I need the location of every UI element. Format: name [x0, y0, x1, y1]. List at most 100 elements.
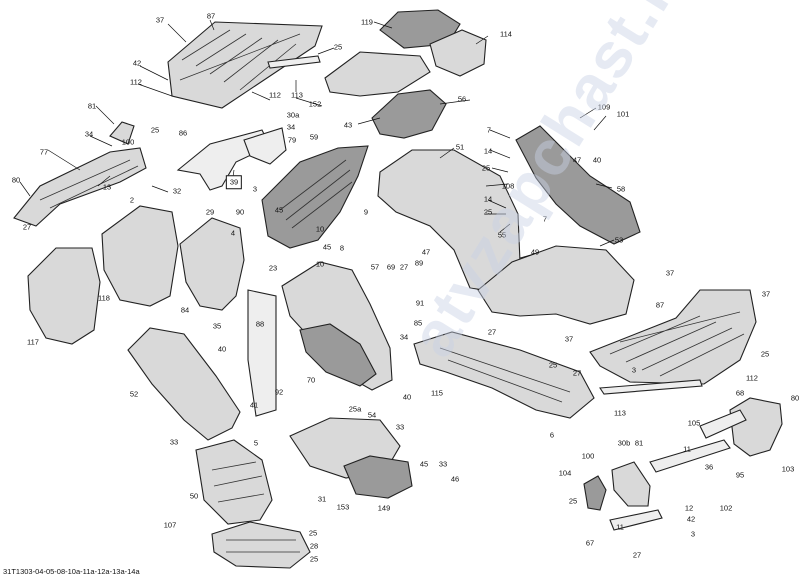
- frame-tube-115: [413, 331, 595, 419]
- rear-rack-rail: [599, 379, 703, 395]
- callout-label: 55: [497, 230, 507, 240]
- callout-label: 113: [291, 90, 303, 100]
- hitch-tube-95: [649, 439, 731, 473]
- callout-label: 86: [178, 128, 188, 138]
- center-console-59: [261, 145, 369, 249]
- callout-label: 112: [269, 90, 281, 100]
- callout-label: 115: [431, 388, 443, 398]
- front-fascia-53: [477, 245, 635, 325]
- callout-label: 152: [308, 99, 322, 109]
- callout-label: 85: [413, 318, 423, 328]
- callout-label: 37: [155, 15, 165, 25]
- callout-label: 37: [564, 334, 574, 344]
- callout-label: 3: [690, 529, 696, 539]
- callout-label: 25: [568, 496, 578, 506]
- side-panel-118: [101, 205, 179, 307]
- callout-label: 7: [486, 125, 492, 135]
- callout-label: 25a: [348, 404, 362, 414]
- callout-label: 35: [212, 321, 222, 331]
- callout-label: 80: [11, 175, 21, 185]
- callout-label: 9: [363, 207, 369, 217]
- callout-label: 117: [27, 337, 39, 347]
- callout-label: 4: [230, 228, 236, 238]
- callout-label: 31: [317, 494, 327, 504]
- callout-label: 42: [132, 58, 142, 68]
- callout-label: 113: [614, 408, 626, 418]
- callout-label: 41: [249, 400, 259, 410]
- callout-label: 84: [180, 305, 190, 315]
- rear-bumper-103: [699, 397, 783, 457]
- callout-label: 92: [274, 387, 284, 397]
- callout-label: 3: [631, 365, 637, 375]
- callout-label: 88: [255, 319, 265, 329]
- callout-label: 11: [616, 522, 624, 532]
- callout-label: 53: [614, 235, 624, 245]
- light-bracket-56: [371, 89, 447, 139]
- callout-label: 14: [483, 146, 493, 156]
- callout-label: 28: [309, 541, 319, 551]
- mudflap-104: [583, 475, 607, 511]
- callout-label: 81: [634, 438, 644, 448]
- callout-label: 58: [616, 184, 626, 194]
- callout-label: 27: [399, 262, 409, 272]
- callout-label: 5: [253, 438, 259, 448]
- callout-label: 105: [687, 418, 701, 428]
- callout-label: 103: [781, 464, 795, 474]
- front-fascia-152: [324, 51, 431, 97]
- callout-label: 11: [683, 444, 691, 454]
- callout-label: 95: [735, 470, 745, 480]
- callout-label: 25: [483, 207, 493, 217]
- inner-fender-58: [515, 125, 641, 245]
- callout-label: 56: [457, 94, 467, 104]
- callout-label: 25: [481, 163, 491, 173]
- callout-label: 12: [684, 503, 694, 513]
- callout-label: 25: [150, 125, 160, 135]
- callout-label: 52: [129, 389, 139, 399]
- callout-label: 34: [84, 129, 94, 139]
- callout-label: 40: [217, 344, 227, 354]
- callout-label: 37: [665, 268, 675, 278]
- callout-label: 89: [414, 258, 424, 268]
- callout-label: 49: [530, 247, 540, 257]
- callout-label: 34: [286, 122, 296, 132]
- callout-label: 40: [592, 155, 602, 165]
- callout-label: 27: [632, 550, 642, 560]
- callout-label: 153: [336, 502, 350, 512]
- callout-label: 23: [268, 263, 278, 273]
- leader-lines: [19, 19, 615, 259]
- callout-label: 57: [370, 262, 380, 272]
- callout-label: 40: [402, 392, 412, 402]
- bracket-67: [609, 509, 663, 531]
- callout-label: 70: [306, 375, 316, 385]
- callout-label: 47: [572, 155, 582, 165]
- callout-label: 10: [315, 259, 325, 269]
- callout-label: 100: [581, 451, 595, 461]
- callout-label: 45: [322, 242, 332, 252]
- callout-label: 25: [548, 360, 558, 370]
- callout-label: 91: [415, 298, 425, 308]
- callout-label: 43: [343, 120, 353, 130]
- callout-label: 34: [399, 332, 409, 342]
- callout-label: 27: [487, 327, 497, 337]
- callout-label: 6: [549, 430, 555, 440]
- callout-label: 118: [98, 293, 110, 303]
- callout-label: 27: [572, 368, 582, 378]
- callout-label: 87: [206, 11, 216, 21]
- callout-label: 32: [172, 186, 182, 196]
- callout-label: 10: [315, 224, 325, 234]
- callout-label: 104: [558, 468, 572, 478]
- callout-label: 112: [746, 373, 758, 383]
- callout-label: 67: [585, 538, 595, 548]
- boxed-callout-label: 39: [225, 175, 243, 189]
- callout-label: 42: [686, 514, 696, 524]
- footrest-50: [195, 439, 273, 525]
- callout-label: 119: [361, 17, 373, 27]
- mudflap-102: [611, 461, 651, 507]
- front-rack-rail: [267, 55, 321, 69]
- callout-label: 59: [309, 132, 319, 142]
- callout-label: 68: [735, 388, 745, 398]
- callout-label: 14: [483, 194, 493, 204]
- footwell-52: [127, 327, 241, 441]
